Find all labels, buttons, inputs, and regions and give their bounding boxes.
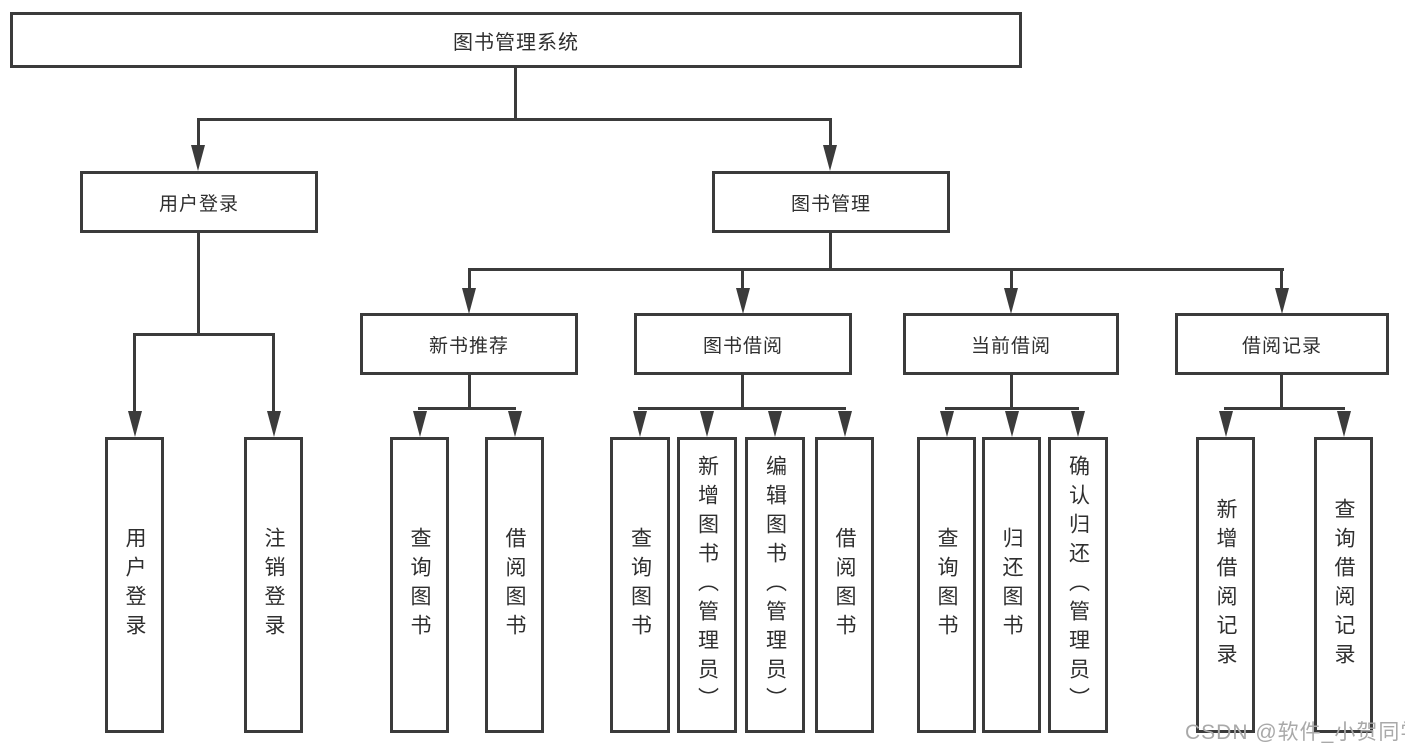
leaf-add-borrow-record: 新增借阅记录 <box>1196 437 1255 733</box>
leaf-query-books-borrowing: 查询图书 <box>610 437 670 733</box>
connector-records-bus <box>1224 407 1345 410</box>
node-book-management: 图书管理 <box>712 171 950 233</box>
connector-user-login-bus <box>133 333 275 336</box>
connector-drop-l3 <box>1280 270 1283 290</box>
connector-drop-leaf <box>133 335 136 413</box>
leaf-user-login: 用户登录 <box>105 437 164 733</box>
connector-drop-user-login <box>197 120 200 147</box>
connector-drop-l3 <box>468 270 471 290</box>
arrow-down-icon <box>736 288 750 314</box>
connector-borrow-bus <box>638 407 846 410</box>
connector-drop-l3 <box>1010 270 1013 290</box>
arrow-down-icon <box>823 145 837 171</box>
connector-root-bus <box>197 118 832 121</box>
arrow-down-icon <box>1004 288 1018 314</box>
leaf-confirm-return-admin: 确认归还（管理员） <box>1048 437 1108 733</box>
leaf-logout: 注销登录 <box>244 437 303 733</box>
arrow-down-icon <box>838 411 852 437</box>
node-current-borrowing: 当前借阅 <box>903 313 1119 375</box>
connector-records-stem <box>1280 375 1283 409</box>
arrow-down-icon <box>413 411 427 437</box>
arrow-down-icon <box>700 411 714 437</box>
csdn-watermark: CSDN @软件_小贺同学 <box>1185 721 1405 744</box>
arrow-down-icon <box>940 411 954 437</box>
leaf-borrow-books-borrowing: 借阅图书 <box>815 437 874 733</box>
connector-newbook-bus <box>418 407 516 410</box>
node-root: 图书管理系统 <box>10 12 1022 68</box>
connector-book-management-stem <box>829 233 832 271</box>
arrow-down-icon <box>768 411 782 437</box>
arrow-down-icon <box>1071 411 1085 437</box>
node-user-login: 用户登录 <box>80 171 318 233</box>
arrow-down-icon <box>1337 411 1351 437</box>
arrow-down-icon <box>267 411 281 437</box>
node-book-borrowing: 图书借阅 <box>634 313 852 375</box>
leaf-query-borrow-record: 查询借阅记录 <box>1314 437 1373 733</box>
connector-drop-book-management <box>829 120 832 147</box>
connector-borrow-stem <box>741 375 744 409</box>
connector-user-login-stem <box>197 233 200 335</box>
leaf-add-book-admin: 新增图书（管理员） <box>677 437 737 733</box>
leaf-borrow-books-recommend: 借阅图书 <box>485 437 544 733</box>
leaf-edit-book-admin: 编辑图书（管理员） <box>745 437 805 733</box>
connector-book-management-bus <box>468 268 1284 271</box>
connector-current-stem <box>1010 375 1013 409</box>
connector-newbook-stem <box>468 375 471 409</box>
arrow-down-icon <box>633 411 647 437</box>
connector-drop-leaf <box>272 335 275 413</box>
leaf-return-books: 归还图书 <box>982 437 1041 733</box>
arrow-down-icon <box>1219 411 1233 437</box>
arrow-down-icon <box>508 411 522 437</box>
connector-root-stem <box>514 68 517 120</box>
arrow-down-icon <box>128 411 142 437</box>
arrow-down-icon <box>191 145 205 171</box>
arrow-down-icon <box>462 288 476 314</box>
leaf-query-books-recommend: 查询图书 <box>390 437 449 733</box>
arrow-down-icon <box>1005 411 1019 437</box>
node-new-book-recommendation: 新书推荐 <box>360 313 578 375</box>
connector-current-bus <box>945 407 1079 410</box>
arrow-down-icon <box>1275 288 1289 314</box>
leaf-query-books-current: 查询图书 <box>917 437 976 733</box>
connector-drop-l3 <box>741 270 744 290</box>
node-borrowing-records: 借阅记录 <box>1175 313 1389 375</box>
